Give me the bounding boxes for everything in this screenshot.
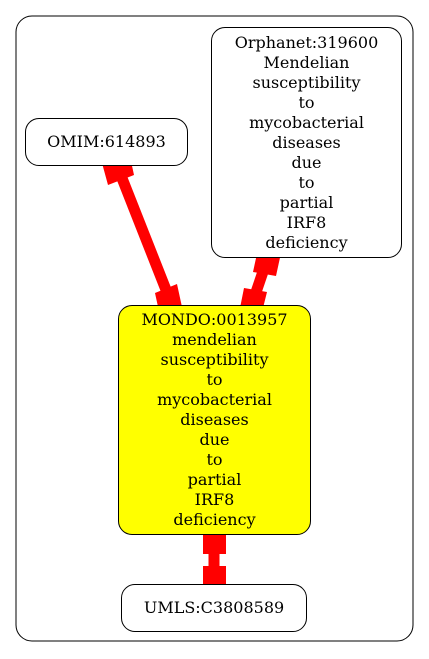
node-label-line: to bbox=[206, 370, 223, 389]
edge-orphanet-mondo bbox=[240, 249, 281, 312]
node-label-line: deficiency bbox=[265, 232, 348, 252]
node-label-line: diseases bbox=[180, 410, 249, 429]
node-label-line: partial bbox=[187, 470, 242, 489]
node-label-line: Orphanet:319600 bbox=[234, 32, 379, 52]
node-label-line: diseases bbox=[272, 132, 341, 152]
node-label-line: to bbox=[298, 92, 315, 112]
node-label-line: IRF8 bbox=[286, 212, 327, 232]
node-label-line: mycobacterial bbox=[157, 390, 272, 409]
edge-mondo-umls bbox=[203, 532, 226, 588]
node-label-line: Mendelian bbox=[263, 52, 350, 72]
node-label-line: mycobacterial bbox=[249, 112, 364, 132]
node-label-line: to bbox=[298, 172, 315, 192]
node-omim-614893[interactable]: OMIM:614893 bbox=[25, 118, 188, 166]
node-mondo-0013957[interactable]: MONDO:0013957 mendelian susceptibility t… bbox=[118, 305, 311, 535]
node-label-line: susceptibility bbox=[160, 350, 269, 369]
edge-omim-mondo bbox=[102, 152, 182, 316]
node-umls-c3808589[interactable]: UMLS:C3808589 bbox=[121, 584, 307, 632]
node-label-line: due bbox=[291, 152, 322, 172]
node-label-line: mendelian bbox=[172, 330, 257, 349]
node-label-line: IRF8 bbox=[194, 490, 235, 509]
node-label-line: OMIM:614893 bbox=[47, 132, 166, 151]
node-label-line: deficiency bbox=[173, 510, 256, 529]
node-orphanet-319600[interactable]: Orphanet:319600 Mendelian susceptibility… bbox=[211, 27, 402, 258]
node-label-line: MONDO:0013957 bbox=[141, 310, 288, 329]
node-label-line: UMLS:C3808589 bbox=[143, 598, 285, 617]
cluster-border bbox=[15, 15, 414, 642]
node-label-line: due bbox=[199, 430, 230, 449]
node-label-line: partial bbox=[279, 192, 334, 212]
node-label-line: to bbox=[206, 450, 223, 469]
node-label-line: susceptibility bbox=[252, 72, 361, 92]
